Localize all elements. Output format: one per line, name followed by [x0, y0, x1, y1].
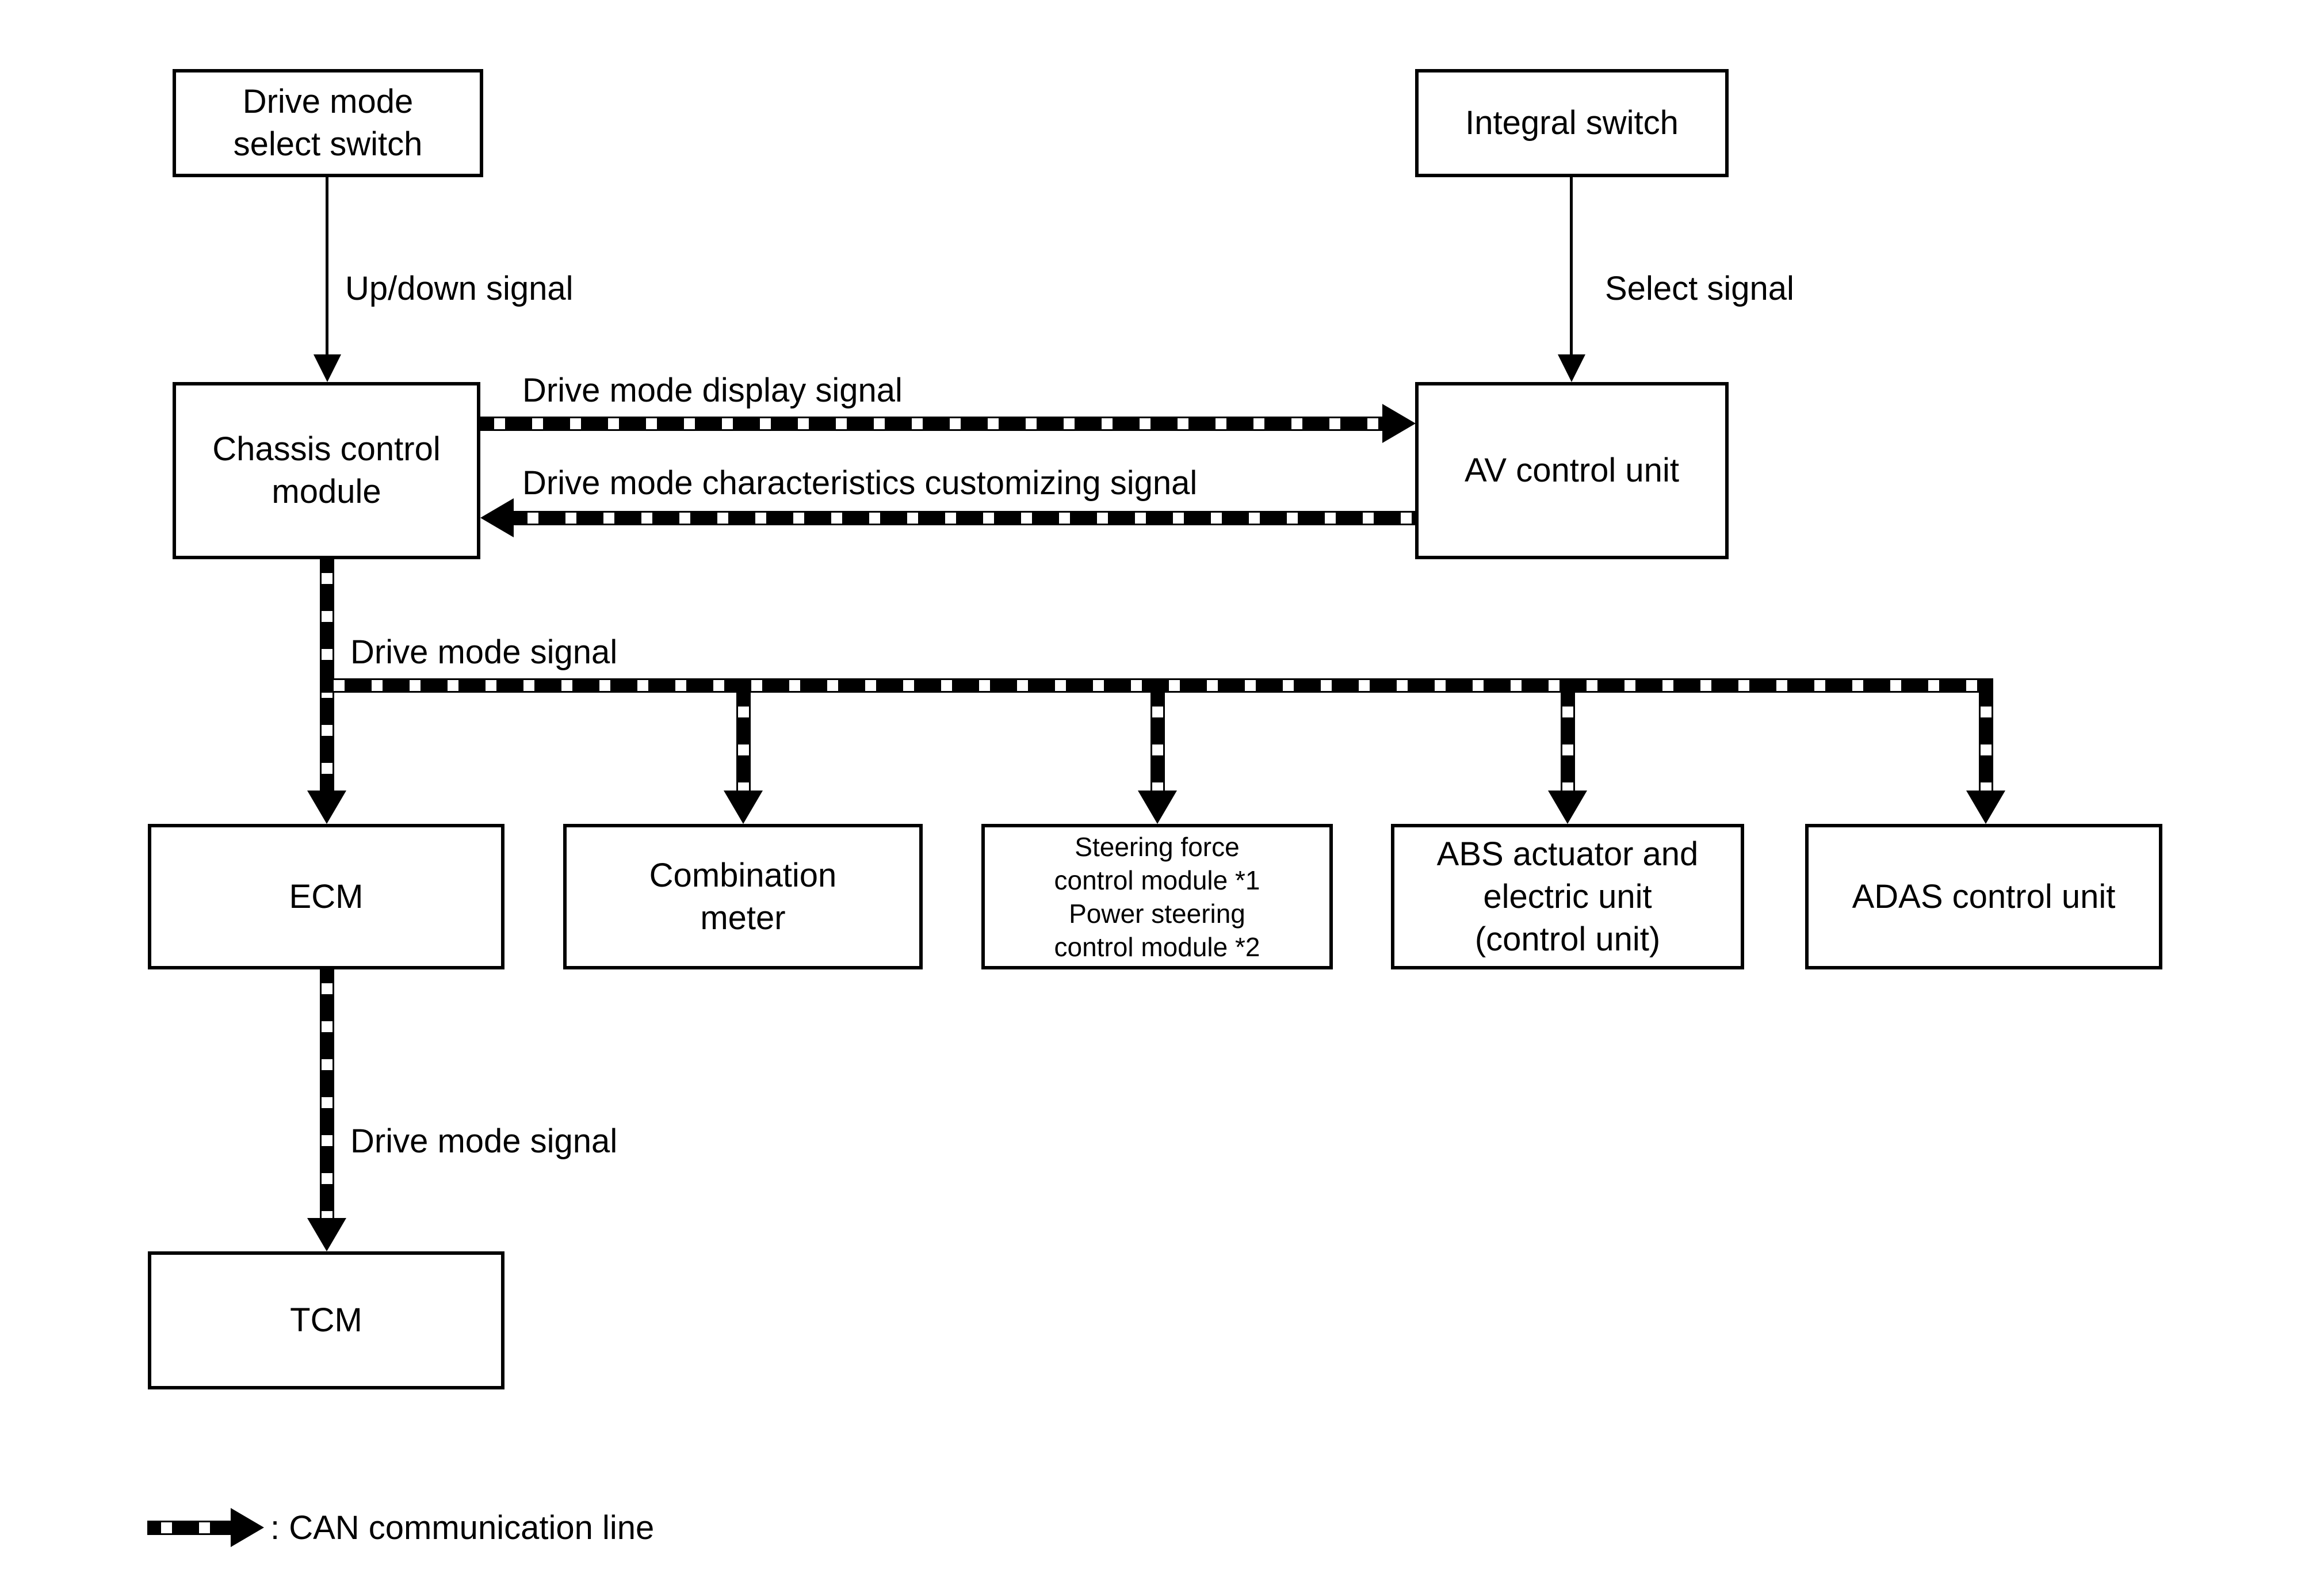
can-line-chassis-to-ecm: [320, 559, 334, 791]
edge-label-drive-mode-signal-bus: Drive mode signal: [350, 633, 618, 671]
node-label-line: ADAS control unit: [1852, 877, 2116, 915]
node-ecm: ECM: [148, 824, 504, 969]
node-tcm: TCM: [148, 1251, 504, 1389]
node-label-line: Drive mode: [242, 83, 414, 120]
can-arrow-right-icon: [1382, 404, 1416, 443]
can-arrow-down-icon: [1548, 791, 1587, 824]
can-drop-steering-module: [1150, 693, 1165, 791]
can-line-display-signal: [480, 417, 1382, 431]
can-drop-abs-unit: [1561, 693, 1575, 791]
node-label-line: module: [272, 473, 381, 510]
can-line-legend-icon: [147, 1521, 231, 1535]
can-arrow-right-icon: [231, 1508, 264, 1547]
node-label-line: Steering force: [1075, 831, 1240, 862]
edge-integral-switch-to-av-line: [1570, 177, 1573, 357]
node-label-line: Power steering: [1069, 898, 1245, 929]
can-arrow-down-icon: [1966, 791, 2005, 824]
edge-label-drive-mode-characteristics-customizing-signal: Drive mode characteristics customizing s…: [522, 464, 1198, 502]
node-adas-control-unit: ADAS control unit: [1805, 824, 2162, 969]
node-label-line: control module *1: [1054, 865, 1260, 895]
can-drop-adas-unit: [1979, 693, 1993, 791]
node-label-line: select switch: [233, 125, 423, 163]
node-label-line: (control unit): [1474, 920, 1661, 958]
node-label-line: Chassis control: [212, 430, 441, 468]
node-label-line: Integral switch: [1465, 104, 1679, 142]
arrow-down-icon: [1558, 354, 1585, 382]
edge-label-select-signal: Select signal: [1605, 270, 1794, 307]
node-label-line: ECM: [289, 877, 364, 915]
can-line-ecm-to-tcm: [320, 969, 334, 1218]
node-abs-actuator-electric-unit: ABS actuator and electric unit (control …: [1391, 824, 1744, 969]
node-chassis-control-module: Chassis control module: [173, 382, 480, 559]
node-label-line: electric unit: [1483, 877, 1652, 915]
node-drive-mode-select-switch: Drive mode select switch: [173, 69, 483, 177]
can-arrow-down-icon: [307, 791, 346, 824]
node-av-control-unit: AV control unit: [1415, 382, 1729, 559]
node-integral-switch: Integral switch: [1415, 69, 1729, 177]
can-arrow-left-icon: [480, 498, 514, 537]
can-arrow-down-icon: [724, 791, 763, 824]
node-combination-meter: Combination meter: [563, 824, 923, 969]
edge-label-drive-mode-signal-tcm: Drive mode signal: [350, 1122, 618, 1160]
edge-label-up-down-signal: Up/down signal: [345, 270, 574, 307]
node-label-line: ABS actuator and: [1436, 835, 1699, 873]
can-drop-combination-meter: [736, 693, 751, 791]
node-label-line: Combination: [649, 856, 837, 894]
can-arrow-down-icon: [1138, 791, 1177, 824]
edge-select-switch-to-chassis-line: [326, 177, 328, 357]
can-arrow-down-icon: [307, 1218, 346, 1251]
can-line-customizing-signal: [514, 511, 1415, 525]
can-bus-horizontal: [320, 678, 1993, 693]
node-steering-force-power-steering-module: Steering force control module *1 Power s…: [981, 824, 1333, 969]
arrow-down-icon: [314, 354, 341, 382]
node-label-line: control module *2: [1054, 931, 1260, 962]
edge-label-drive-mode-display-signal: Drive mode display signal: [522, 372, 903, 409]
legend-can-communication-line-label: : CAN communication line: [270, 1509, 655, 1547]
node-label-line: TCM: [290, 1301, 362, 1339]
node-label-line: meter: [700, 899, 786, 937]
node-label-line: AV control unit: [1465, 452, 1679, 489]
